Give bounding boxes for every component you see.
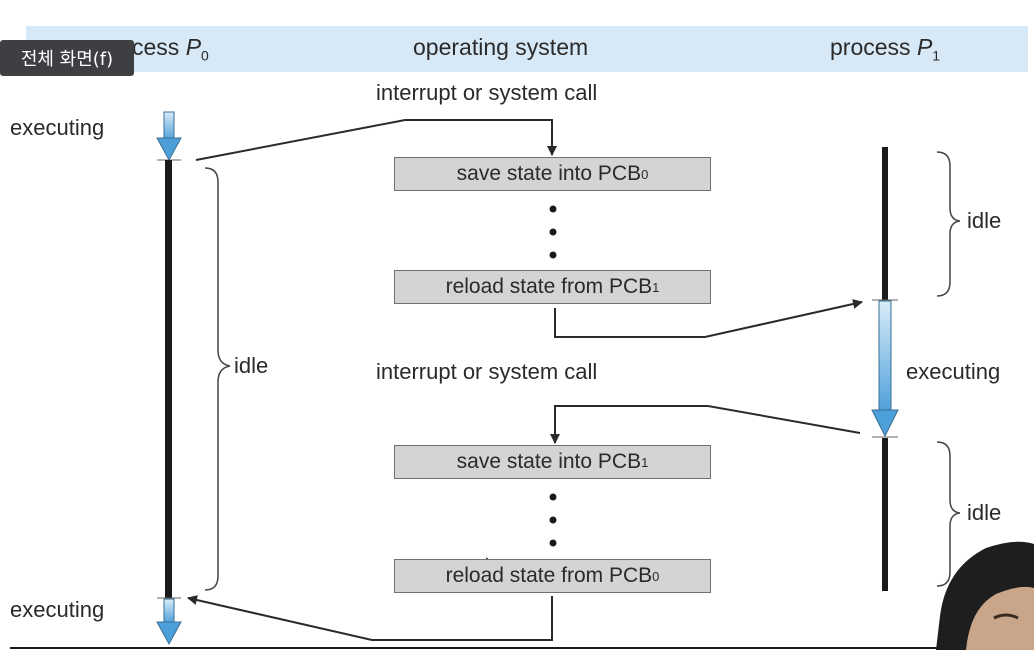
label-executing-top: executing [10,115,105,140]
arrow-p1-to-save1 [550,405,861,444]
header-band [26,26,1028,72]
header-process-p1: process P1 [830,34,941,64]
label-executing-right: executing [906,359,1001,384]
ellipsis-dots-top [549,205,557,259]
p1-idle-brace-top [936,151,961,297]
label-idle-left: idle [234,353,269,378]
p1-idle-brace-bottom [936,441,961,587]
label-interrupt-1: interrupt or system call [376,80,598,105]
fullscreen-tooltip: 전체 화면(f) [0,40,134,76]
arrow-p0-to-save0 [195,119,557,161]
ellipsis-dots-bottom [549,493,557,547]
label-idle-right-bottom: idle [967,500,1002,525]
p1-idle-bar-top [882,147,888,300]
arrow-reload1-to-p1 [554,299,863,338]
p1-idle-bar-bottom [882,438,888,591]
presenter-webcam-icon [936,541,1034,650]
header-operating-system: operating system [413,34,589,60]
header-process-p0: cess P0 [132,34,209,64]
label-executing-bottom: executing [10,597,105,622]
p0-idle-brace [204,167,231,591]
label-interrupt-2: interrupt or system call [376,359,598,384]
label-idle-right-top: idle [967,208,1002,233]
p0-idle-bar [165,160,172,598]
p0-executing-arrow-bottom [156,598,182,646]
p1-executing-arrow [871,300,899,438]
arrow-reload0-to-p0 [187,595,553,641]
p0-executing-arrow-top [156,111,182,162]
